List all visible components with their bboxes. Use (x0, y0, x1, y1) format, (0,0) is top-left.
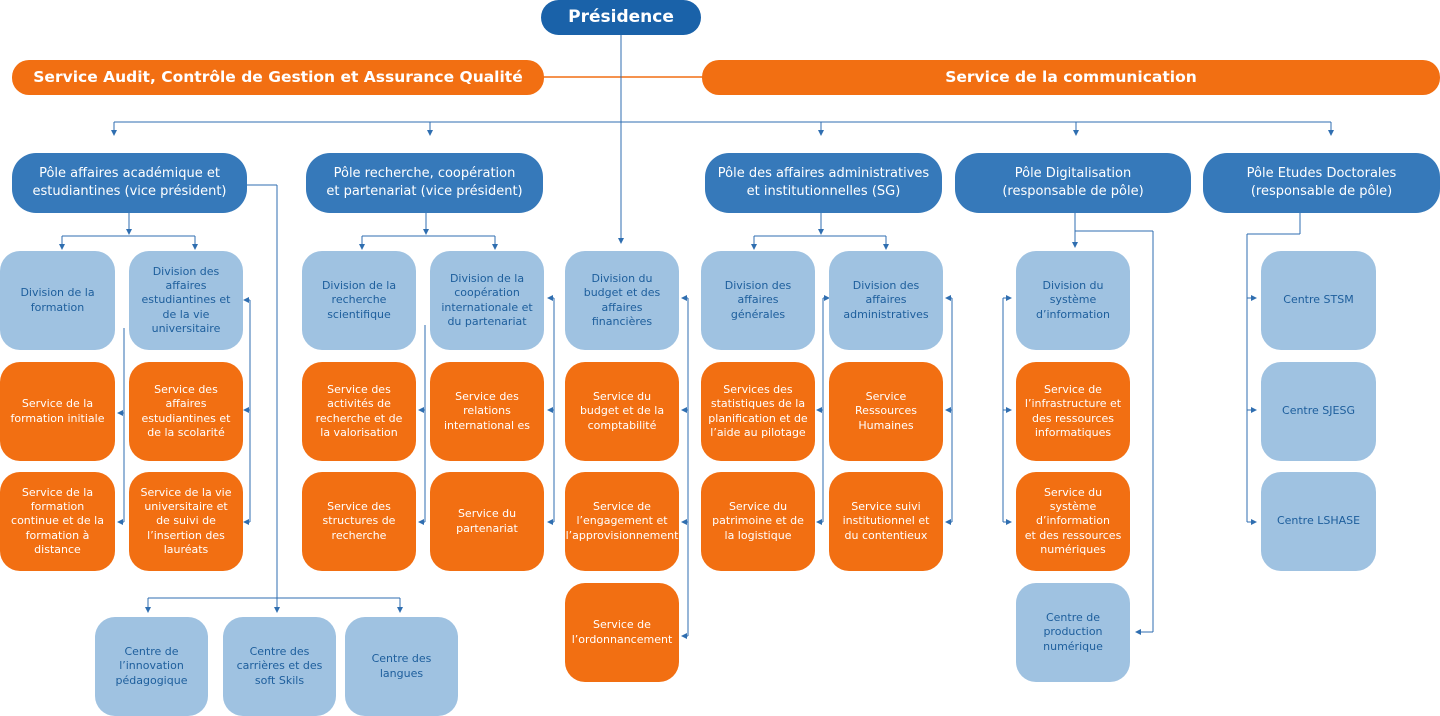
centre-lshase: Centre LSHASE (1261, 472, 1376, 571)
service-structures-recherche: Service des structures de recherche (302, 472, 416, 571)
centre-production-numerique: Centre de production numérique (1016, 583, 1130, 682)
centre-stsm: Centre STSM (1261, 251, 1376, 350)
pole-academique: Pôle affaires académique et estudiantine… (12, 153, 247, 213)
division-affaires-generales: Division des affaires générales (701, 251, 815, 350)
division-affaires-administratives: Division des affaires administratives (829, 251, 943, 350)
audit-service-bar: Service Audit, Contrôle de Gestion et As… (12, 60, 544, 95)
service-formation-initiale: Service de la formation initiale (0, 362, 115, 461)
division-recherche-scientifique: Division de la recherche scientifique (302, 251, 416, 350)
service-engagement-approvisionnement: Service de l’engagement et l’approvision… (565, 472, 679, 571)
service-systeme-information-numerique: Service du système d’information et des … (1016, 472, 1130, 571)
service-affaires-scolarite: Service des affaires estudiantines et de… (129, 362, 243, 461)
service-formation-continue: Service de la formation continue et de l… (0, 472, 115, 571)
pole-digitalisation: Pôle Digitalisation (responsable de pôle… (955, 153, 1191, 213)
division-formation: Division de la formation (0, 251, 115, 350)
division-budget-affaires-financieres: Division du budget et des affaires finan… (565, 251, 679, 350)
communication-service-bar: Service de la communication (702, 60, 1440, 95)
centre-langues: Centre des langues (345, 617, 458, 716)
pole-etudes-doctorales: Pôle Etudes Doctorales (responsable de p… (1203, 153, 1440, 213)
centre-carrieres-soft-skills: Centre des carrières et des soft Skils (223, 617, 336, 716)
presidence-box: Présidence (541, 0, 701, 35)
service-relations-internationales: Service des relations international es (430, 362, 544, 461)
service-partenariat: Service du partenariat (430, 472, 544, 571)
service-activites-recherche: Service des activités de recherche et de… (302, 362, 416, 461)
service-patrimoine-logistique: Service du patrimoine et de la logistiqu… (701, 472, 815, 571)
service-infrastructure-informatique: Service de l’infrastructure et des resso… (1016, 362, 1130, 461)
service-vie-universitaire: Service de la vie universitaire et de su… (129, 472, 243, 571)
division-systeme-information: Division du système d’information (1016, 251, 1130, 350)
service-budget-comptabilite: Service du budget et de la comptabilité (565, 362, 679, 461)
pole-administratif: Pôle des affaires administratives et ins… (705, 153, 942, 213)
service-ressources-humaines: Service Ressources Humaines (829, 362, 943, 461)
service-ordonnancement: Service de l’ordonnancement (565, 583, 679, 682)
service-suivi-institutionnel: Service suivi institutionnel et du conte… (829, 472, 943, 571)
service-statistiques-planification: Services des statistiques de la planific… (701, 362, 815, 461)
centre-sjesg: Centre SJESG (1261, 362, 1376, 461)
centre-innovation-pedagogique: Centre de l’innovation pédagogique (95, 617, 208, 716)
pole-recherche: Pôle recherche, coopération et partenari… (306, 153, 543, 213)
division-affaires-estudiantines: Division des affaires estudiantines et d… (129, 251, 243, 350)
division-cooperation-internationale: Division de la coopération international… (430, 251, 544, 350)
